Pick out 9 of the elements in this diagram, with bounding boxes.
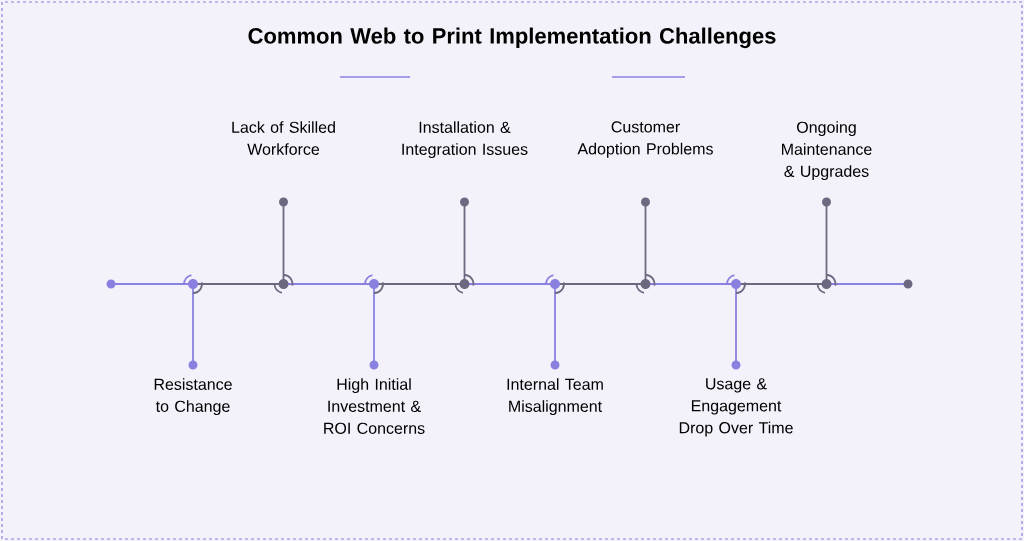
label: Ongoing Maintenance & Upgrades bbox=[782, 121, 872, 181]
label: High Initial Investment & ROI Concerns bbox=[324, 378, 425, 434]
label: Resistance to Change bbox=[154, 378, 232, 416]
label: Lack of Skilled Workforce bbox=[232, 121, 335, 155]
label: Internal Team Misalignment bbox=[507, 378, 603, 416]
label: Usage & Engagement Drop Over Time bbox=[679, 378, 793, 437]
diagram-title: Common Web to Print Implementation Challenges bbox=[248, 27, 776, 49]
label: Installation & Integration Issues bbox=[402, 121, 528, 159]
label: Customer Adoption Problems bbox=[577, 121, 713, 158]
